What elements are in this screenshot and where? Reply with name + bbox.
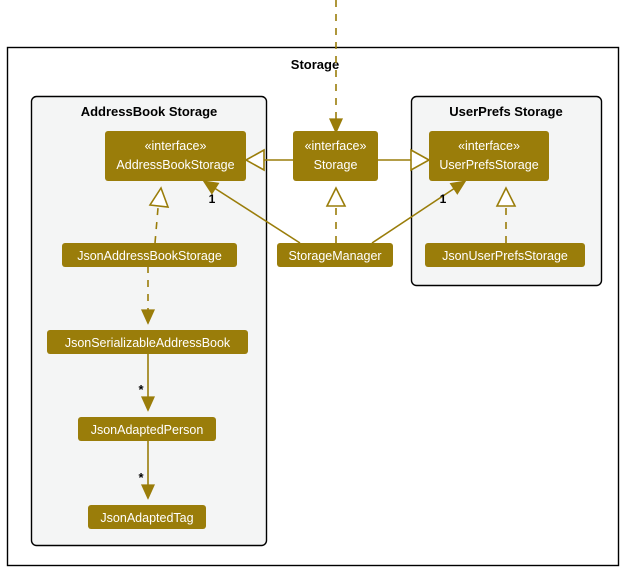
class-storage-box[interactable] bbox=[293, 131, 378, 181]
class-jsonadaptedtag[interactable]: JsonAdaptedTag bbox=[88, 505, 206, 529]
class-jsonserializableaddressbook-box[interactable] bbox=[47, 330, 248, 354]
class-userprefsstorage-name: UserPrefsStorage bbox=[439, 158, 538, 172]
class-jsonuserprefsstorage-box[interactable] bbox=[425, 243, 585, 267]
package-storage-outer-label: Storage bbox=[291, 57, 339, 72]
class-storage-stereotype: «interface» bbox=[305, 139, 367, 153]
class-storagemanager[interactable]: StorageManager bbox=[277, 243, 393, 267]
class-storagemanager-box[interactable] bbox=[277, 243, 393, 267]
class-addressbookstorage[interactable]: «interface» AddressBookStorage bbox=[105, 131, 246, 181]
class-userprefsstorage-stereotype: «interface» bbox=[458, 139, 520, 153]
class-jsonadaptedperson-box[interactable] bbox=[78, 417, 216, 441]
class-jsonaddressbookstorage-name: JsonAddressBookStorage bbox=[77, 249, 222, 263]
connector-jsonaddressbookstorage-to-addressbookstorage bbox=[154, 207, 159, 244]
class-storage[interactable]: «interface» Storage bbox=[293, 131, 378, 181]
multiplicity-person-tag: * bbox=[138, 470, 144, 485]
multiplicity-storagemanager-userprefsstorage: 1 bbox=[440, 192, 447, 206]
generalization-head-userprefsstorage bbox=[410, 148, 431, 172]
realization-head-addressbookstorage bbox=[148, 186, 170, 208]
generalization-head-addressbookstorage bbox=[244, 148, 265, 172]
connector-storagemanager-to-addressbookstorage bbox=[205, 182, 301, 244]
class-jsonaddressbookstorage[interactable]: JsonAddressBookStorage bbox=[62, 243, 237, 267]
multiplicity-serializable-person: * bbox=[138, 382, 144, 397]
class-jsonaddressbookstorage-box[interactable] bbox=[62, 243, 237, 267]
class-jsonadaptedperson-name: JsonAdaptedPerson bbox=[91, 423, 204, 437]
connector-storagemanager-to-userprefsstorage bbox=[371, 182, 464, 244]
class-storagemanager-name: StorageManager bbox=[288, 249, 381, 263]
class-jsonuserprefsstorage[interactable]: JsonUserPrefsStorage bbox=[425, 243, 585, 267]
class-jsonadaptedtag-box[interactable] bbox=[88, 505, 206, 529]
class-addressbookstorage-box[interactable] bbox=[105, 131, 246, 181]
class-addressbookstorage-name: AddressBookStorage bbox=[116, 158, 234, 172]
realization-head-userprefsstorage bbox=[495, 186, 517, 207]
class-userprefsstorage-box[interactable] bbox=[429, 131, 549, 181]
package-userprefs-storage-label: UserPrefs Storage bbox=[449, 104, 562, 119]
class-userprefsstorage[interactable]: «interface» UserPrefsStorage bbox=[429, 131, 549, 181]
class-addressbookstorage-stereotype: «interface» bbox=[145, 139, 207, 153]
class-jsonserializableaddressbook[interactable]: JsonSerializableAddressBook bbox=[47, 330, 248, 354]
class-jsonadaptedtag-name: JsonAdaptedTag bbox=[100, 511, 193, 525]
multiplicity-storagemanager-addressbookstorage: 1 bbox=[209, 192, 216, 206]
class-storage-name: Storage bbox=[314, 158, 358, 172]
class-jsonserializableaddressbook-name: JsonSerializableAddressBook bbox=[65, 336, 231, 350]
class-jsonadaptedperson[interactable]: JsonAdaptedPerson bbox=[78, 417, 216, 441]
package-addressbook-storage-label: AddressBook Storage bbox=[81, 104, 218, 119]
class-jsonuserprefsstorage-name: JsonUserPrefsStorage bbox=[442, 249, 568, 263]
realization-head-storage bbox=[325, 186, 347, 207]
